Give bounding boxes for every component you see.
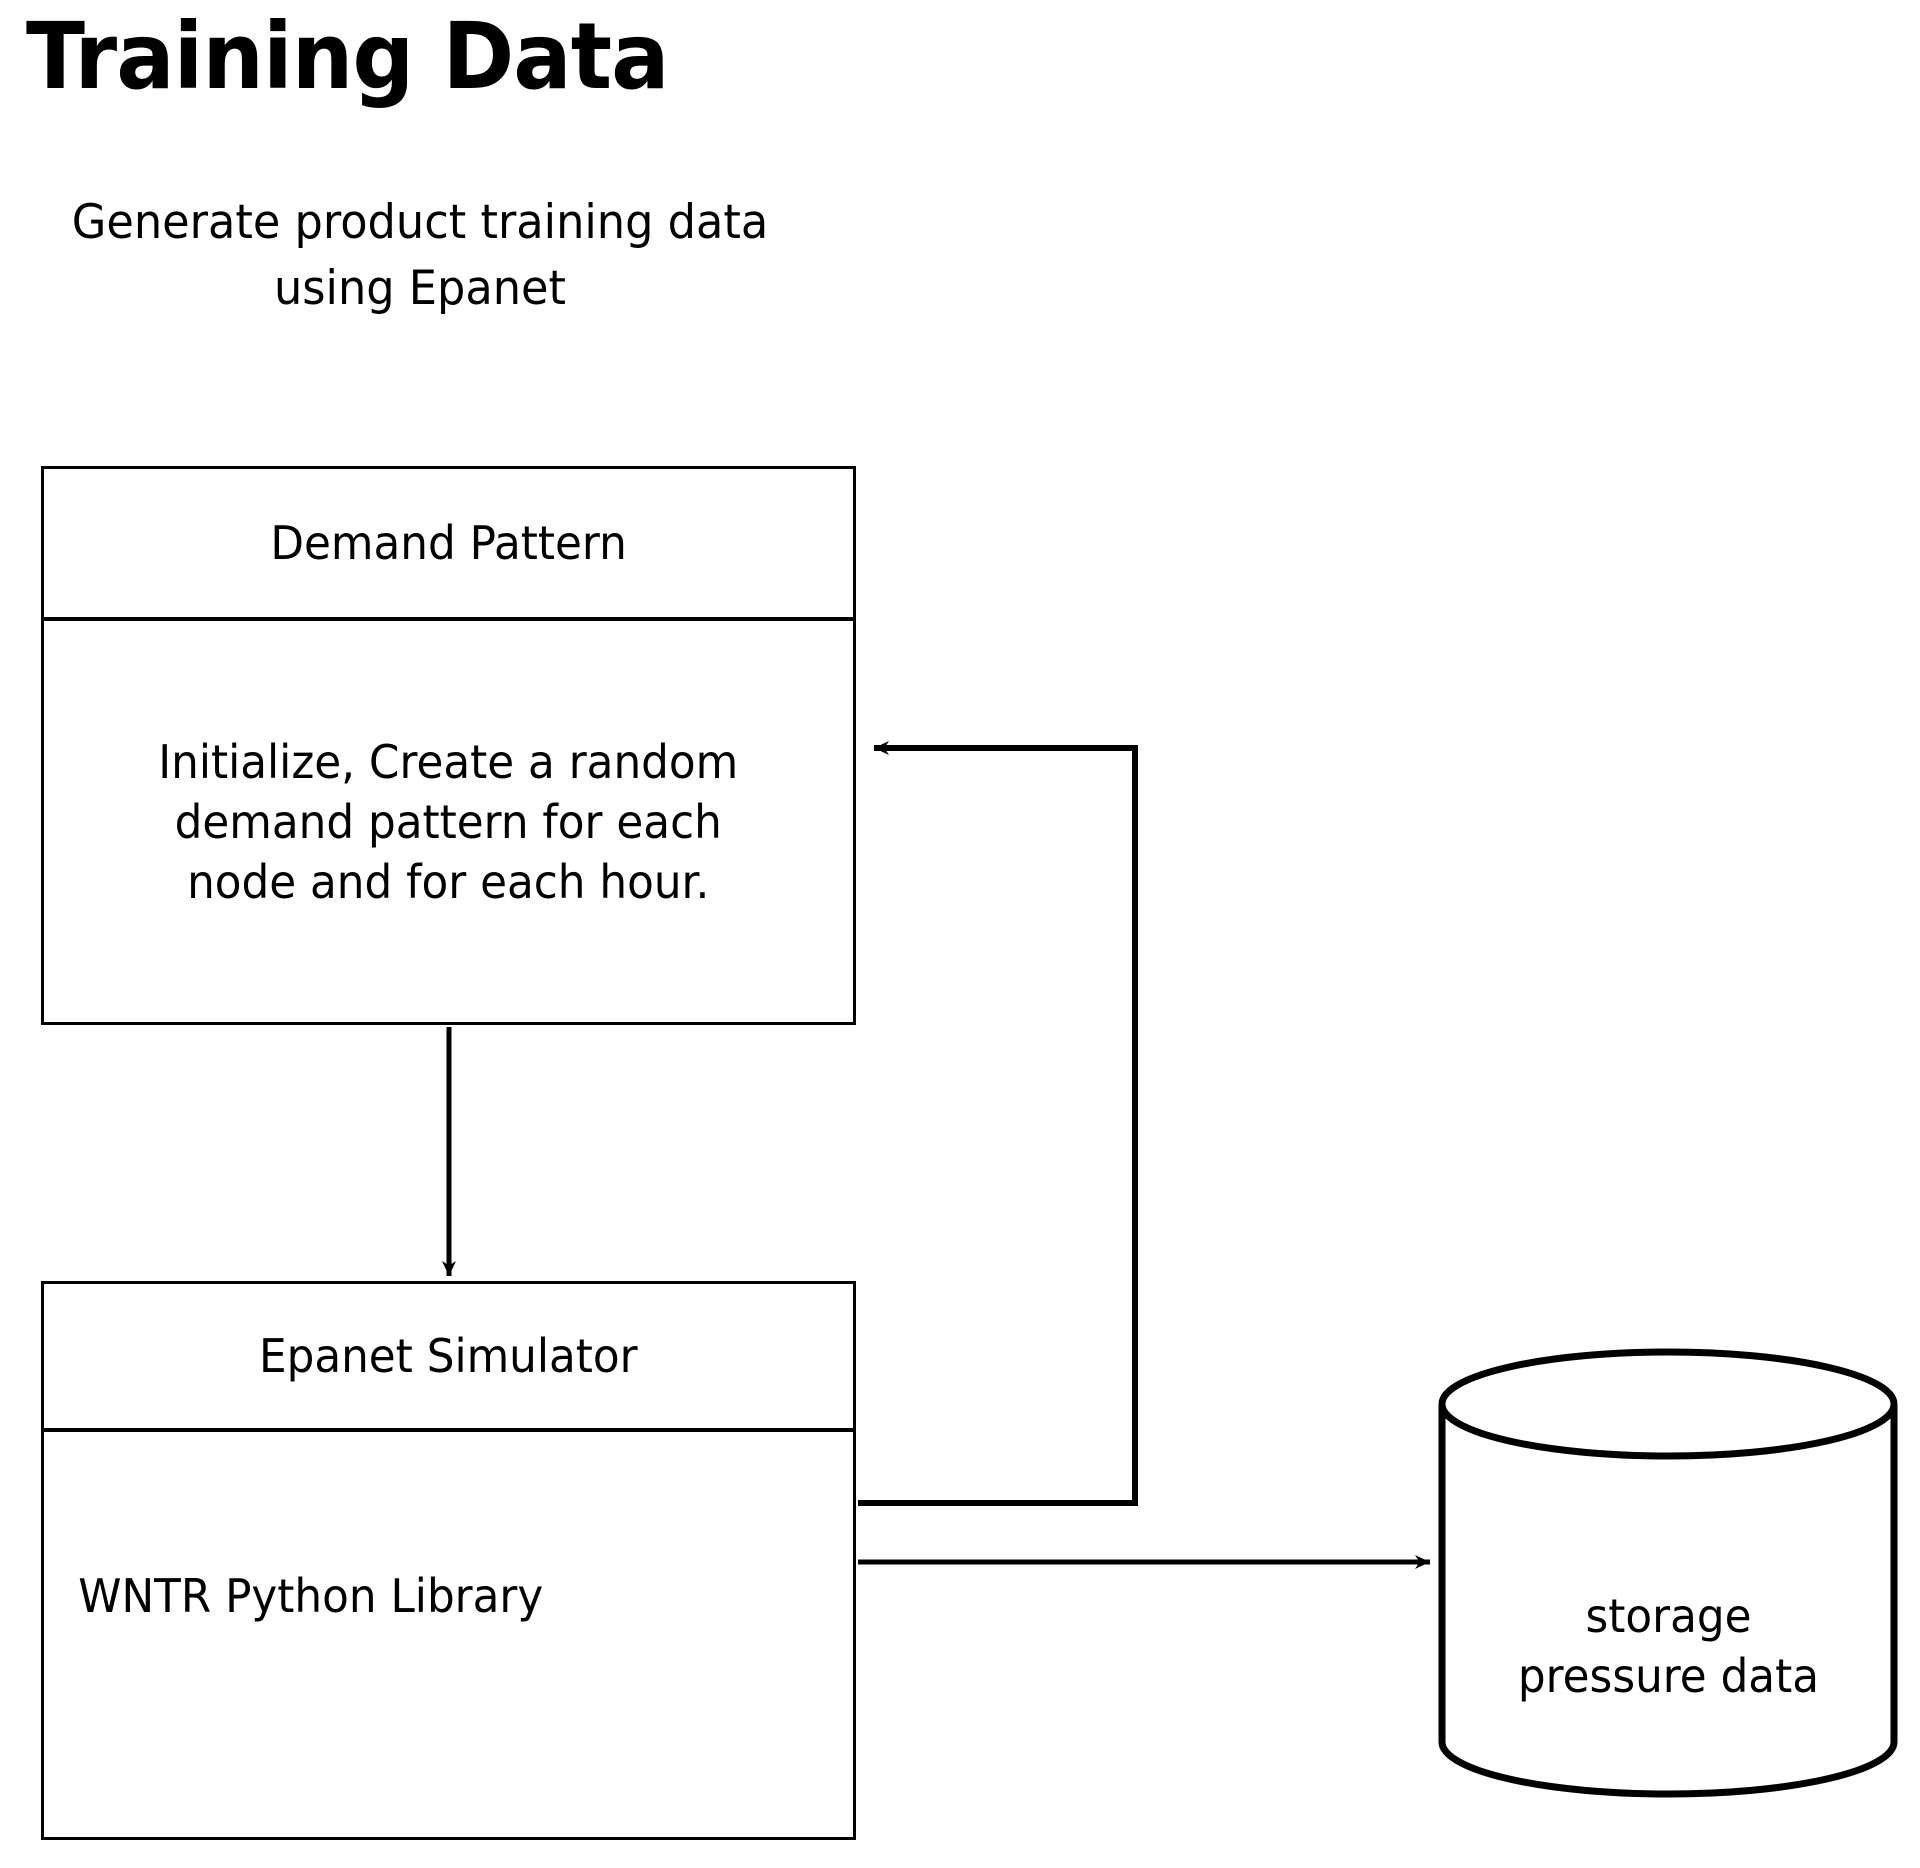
page-subtitle: Generate product training data using Epa… [71, 195, 769, 316]
node-epanet-simulator[interactable]: Epanet Simulator WNTR Python Library [41, 1281, 856, 1840]
node-demand-pattern-header: Demand Pattern [44, 469, 853, 621]
edge-simulator-feedback-to-demand [858, 741, 1138, 1506]
node-epanet-simulator-body: WNTR Python Library [44, 1432, 853, 1837]
node-epanet-simulator-header: Epanet Simulator [44, 1284, 853, 1432]
node-demand-pattern[interactable]: Demand Pattern Initialize, Create a rand… [41, 466, 856, 1025]
page-title: Training Data [26, 3, 669, 110]
node-epanet-simulator-header-label: Epanet Simulator [259, 1329, 638, 1383]
node-storage-pressure-data-text: storage pressure data [1517, 1589, 1819, 1703]
node-demand-pattern-header-label: Demand Pattern [270, 516, 627, 570]
node-storage-pressure-data-label: storage pressure data [1438, 1526, 1898, 1706]
cylinder-shape [1438, 1348, 1898, 1798]
node-demand-pattern-body-text: Initialize, Create a random demand patte… [158, 734, 739, 909]
node-demand-pattern-body: Initialize, Create a random demand patte… [44, 621, 853, 1022]
node-epanet-simulator-body-text: WNTR Python Library [78, 1568, 544, 1623]
node-storage-pressure-data[interactable]: storage pressure data [1438, 1348, 1898, 1798]
